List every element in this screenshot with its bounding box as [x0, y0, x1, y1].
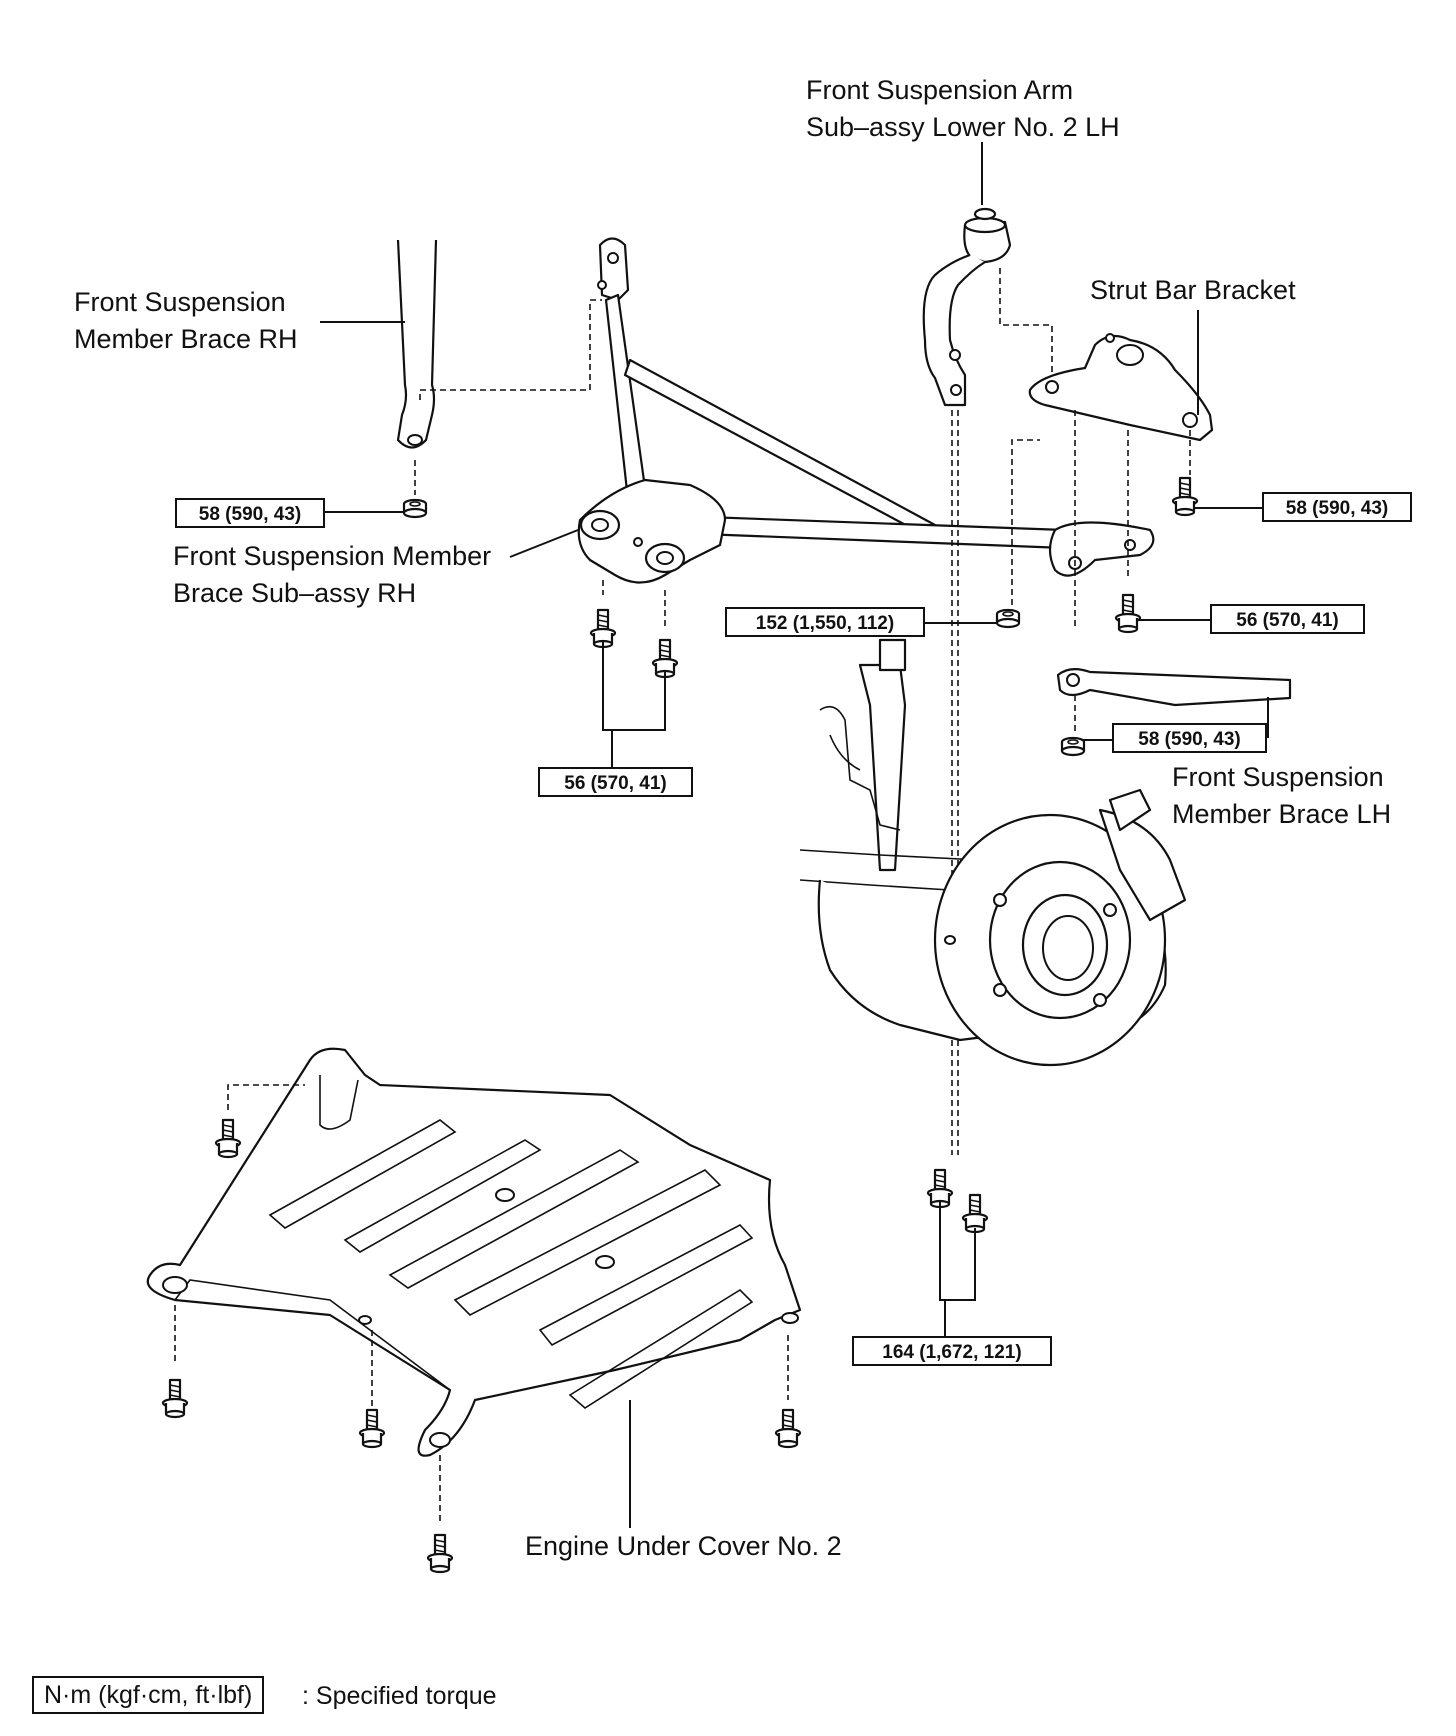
torque-arm-bolts: 164 (1,672, 121): [852, 1336, 1052, 1366]
label-arm-lower-no2-lh-line1: Front Suspension Arm: [806, 75, 1074, 105]
label-engine-under-cover: Engine Under Cover No. 2: [525, 1531, 842, 1561]
torque-arm-nut: 152 (1,550, 112): [725, 607, 925, 637]
knuckle-hub-assembly: [799, 638, 1187, 1067]
leader-lines: [320, 142, 1269, 1528]
suspension-arm-lower-no2-lh-part: [922, 207, 1053, 1155]
label-arm-lower-no2-lh-line2: Sub–assy Lower No. 2 LH: [806, 112, 1120, 142]
torque-strut-bracket-bolt-2: 56 (570, 41): [1210, 604, 1365, 634]
legend-unit-box: N·m (kgf·cm, ft·lbf): [32, 1676, 265, 1714]
label-member-brace-lh-line2: Member Brace LH: [1172, 799, 1392, 829]
legend-description: : Specified torque: [302, 1682, 497, 1710]
member-brace-rh-part: [396, 239, 602, 495]
label-strut-bar-bracket: Strut Bar Bracket: [1090, 275, 1296, 305]
member-brace-subassy-rh-part: [577, 237, 1155, 628]
label-member-brace-rh-line1: Front Suspension: [74, 287, 286, 317]
member-brace-lh-part: [1056, 668, 1292, 735]
label-member-brace-rh-line2: Member Brace RH: [74, 324, 298, 354]
label-member-brace-subassy-rh-line2: Brace Sub–assy RH: [173, 578, 417, 608]
torque-brace-lh-nut: 58 (590, 43): [1112, 723, 1267, 753]
engine-under-cover-part: [146, 1047, 802, 1525]
strut-bar-bracket-part: [1011, 333, 1214, 630]
label-member-brace-subassy-rh-line1: Front Suspension Member: [173, 541, 492, 571]
torque-brace-rh-nut: 58 (590, 43): [175, 498, 325, 528]
torque-subassy-bolts: 56 (570, 41): [538, 767, 693, 797]
label-member-brace-lh-line1: Front Suspension: [1172, 762, 1384, 792]
torque-strut-bracket-bolt: 58 (590, 43): [1262, 492, 1412, 522]
